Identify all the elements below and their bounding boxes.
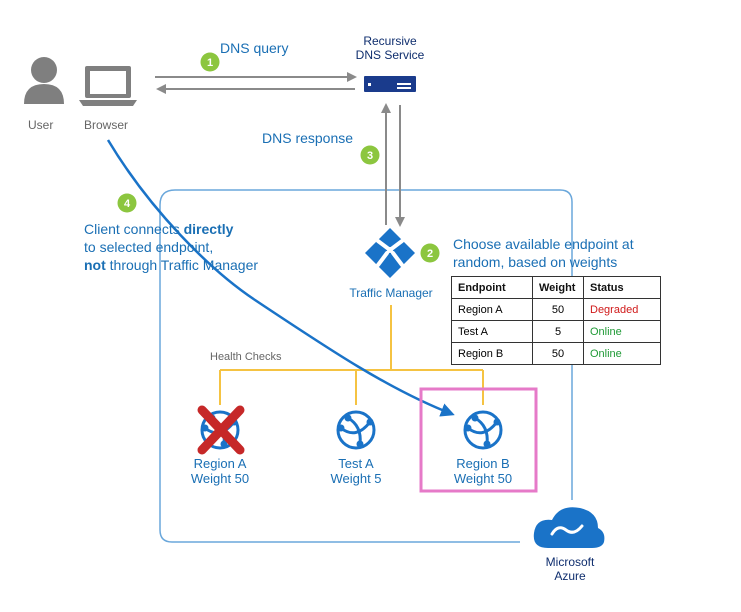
endpoint-name: Test A: [338, 456, 374, 471]
health-check-lines: [219, 305, 484, 405]
table-cell-status: Degraded: [583, 298, 661, 321]
dns-query-label: DNS query: [220, 40, 289, 56]
endpoint-weight: Weight 5: [330, 470, 382, 486]
endpoint-region-a: Region A Weight 50: [170, 456, 270, 487]
laptop-icon: [79, 66, 137, 106]
table-cell-weight: 5: [532, 320, 584, 343]
table-cell-endpoint: Test A: [451, 320, 533, 343]
client-connection-arrow: [106, 139, 455, 417]
dns-server-icon: [364, 76, 416, 92]
choose-line-2: random, based on weights: [453, 254, 618, 270]
table-cell-endpoint: Region B: [451, 342, 533, 365]
step-marker-2: 2: [420, 243, 440, 263]
client-line-1-bold: directly: [183, 221, 234, 237]
azure-cloud-icon: [533, 507, 605, 548]
azure-boundary: [159, 189, 573, 543]
dns-response-label: DNS response: [262, 130, 354, 146]
traffic-manager-label: Traffic Manager: [349, 286, 433, 300]
endpoint-name: Region B: [456, 456, 510, 471]
client-line-1-text: Client connects: [84, 221, 184, 237]
table-cell-status: Online: [583, 320, 661, 343]
recursive-dns-label: Recursive DNS Service: [340, 34, 440, 63]
table-cell-weight: 50: [532, 298, 584, 321]
client-line-3-bold: not: [84, 257, 106, 273]
step-number-4: 4: [124, 198, 131, 210]
endpoint-test-a: Test A Weight 5: [306, 456, 406, 487]
selected-endpoint-highlight: [419, 387, 538, 493]
table-cell-endpoint: Region A: [451, 298, 533, 321]
endpoint-weights-table: Endpoint Weight Status Region A 50 Degra…: [451, 276, 661, 365]
choose-line-1: Choose available endpoint at: [453, 236, 634, 252]
client-line-3-text: through Traffic Manager: [105, 257, 259, 273]
table-row: Region B 50 Online: [451, 342, 661, 365]
table-header-row: Endpoint Weight Status: [451, 276, 661, 299]
endpoint-name: Region A: [193, 456, 247, 471]
user-label: User: [28, 118, 54, 132]
client-line-1: Client connects directly: [84, 220, 258, 238]
browser-label: Browser: [84, 118, 129, 132]
endpoint-region-b: Region B Weight 50: [433, 456, 533, 487]
step-number-1: 1: [207, 57, 213, 69]
step-marker-1: 1: [200, 52, 220, 72]
user-icon: [24, 57, 64, 104]
table-header-status: Status: [583, 276, 661, 299]
recursive-dns-line2: DNS Service: [355, 47, 425, 62]
step-marker-4: 4: [117, 193, 137, 213]
failed-x-icon: [197, 405, 245, 455]
client-line-2: to selected endpoint,: [84, 239, 214, 255]
client-line-3: not through Traffic Manager: [84, 256, 258, 274]
recursive-dns-line1: Recursive: [363, 34, 417, 48]
azure-line-2: Azure: [554, 568, 586, 583]
step-number-2: 2: [427, 248, 433, 260]
traffic-manager-icon: [365, 228, 415, 278]
globe-icon-region-b: [463, 410, 503, 450]
choose-endpoint-text: Choose available endpoint at random, bas…: [453, 235, 634, 271]
step-number-3: 3: [367, 150, 373, 162]
health-checks-label: Health Checks: [210, 351, 282, 363]
table-row: Test A 5 Online: [451, 320, 661, 343]
table-header-weight: Weight: [532, 276, 584, 299]
table-cell-weight: 50: [532, 342, 584, 365]
microsoft-azure-label: Microsoft Azure: [530, 555, 610, 584]
endpoint-weight: Weight 50: [190, 470, 250, 486]
table-header-endpoint: Endpoint: [451, 276, 533, 299]
table-cell-status: Online: [583, 342, 661, 365]
step-marker-3: 3: [360, 145, 380, 165]
table-row: Region A 50 Degraded: [451, 298, 661, 321]
client-connects-text: Client connects directly to selected end…: [84, 220, 258, 274]
azure-line-1: Microsoft: [545, 555, 595, 569]
globe-icon-test-a: [336, 410, 376, 450]
endpoint-weight: Weight 50: [453, 470, 513, 486]
